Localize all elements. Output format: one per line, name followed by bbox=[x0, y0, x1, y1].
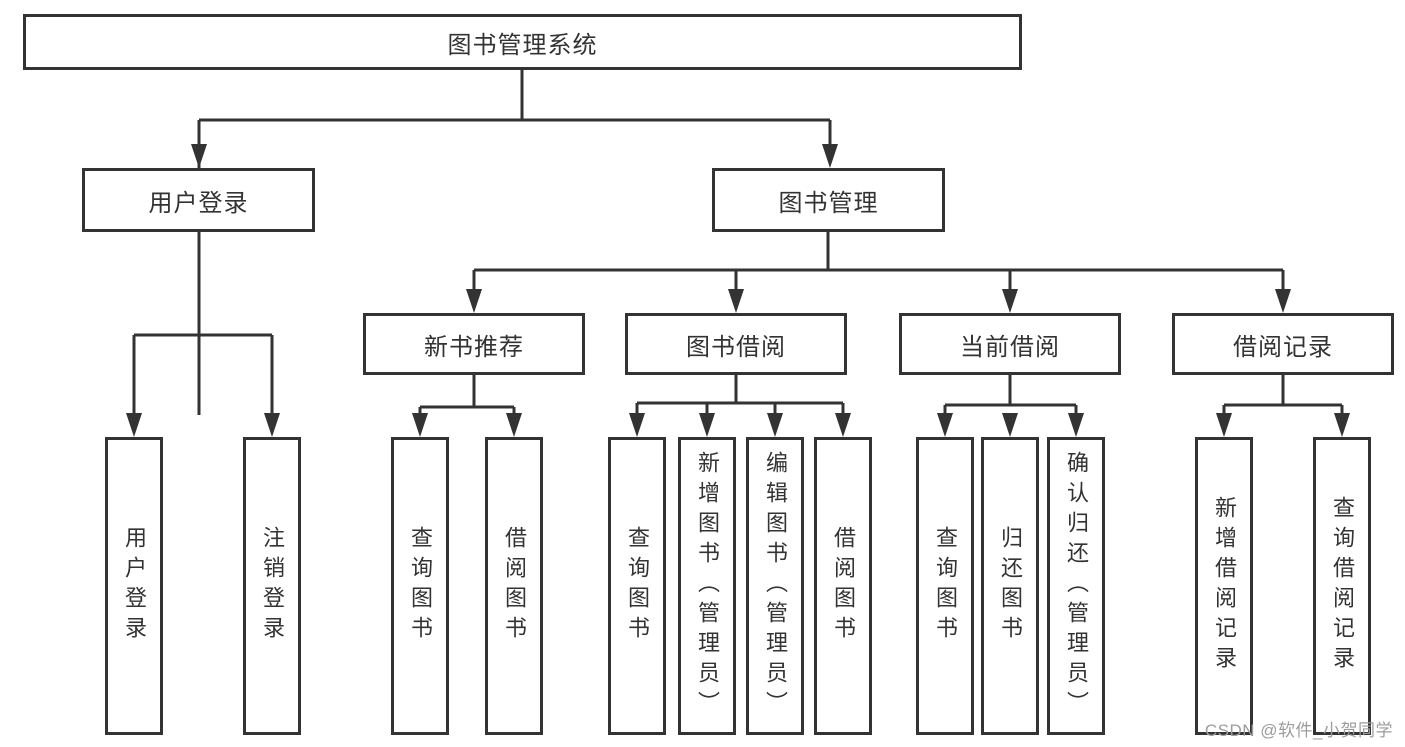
node-label: 新增图书（管理员） bbox=[695, 451, 720, 721]
node-label: 借阅图书 bbox=[502, 526, 527, 646]
node-book-management: 图书管理 bbox=[712, 168, 945, 232]
arrowhead-icon bbox=[126, 413, 142, 437]
leaf-add-borrow-record: 新增借阅记录 bbox=[1195, 437, 1253, 735]
node-label: 新增借阅记录 bbox=[1212, 496, 1237, 676]
leaf-query-book-current: 查询图书 bbox=[916, 437, 974, 735]
node-label: 注销登录 bbox=[260, 526, 285, 646]
branch-book-borrow bbox=[629, 375, 851, 437]
node-current-borrow: 当前借阅 bbox=[899, 313, 1121, 375]
node-new-book-recommend: 新书推荐 bbox=[363, 313, 585, 375]
leaf-query-book-recommend: 查询图书 bbox=[391, 437, 449, 735]
arrowhead-icon bbox=[835, 413, 851, 437]
leaf-query-book-borrow: 查询图书 bbox=[608, 437, 666, 735]
arrowhead-icon bbox=[191, 144, 207, 168]
node-label: 查询图书 bbox=[408, 526, 433, 646]
leaf-edit-book-admin: 编辑图书（管理员） bbox=[746, 437, 804, 735]
arrowhead-icon bbox=[1334, 413, 1350, 437]
arrowhead-icon bbox=[699, 413, 715, 437]
arrowhead-icon bbox=[1002, 289, 1018, 313]
arrowhead-icon bbox=[1216, 413, 1232, 437]
leaf-borrow-book: 借阅图书 bbox=[814, 437, 872, 735]
node-label: 查询借阅记录 bbox=[1330, 496, 1355, 676]
node-label: 归还图书 bbox=[998, 526, 1023, 646]
arrowhead-icon bbox=[412, 413, 428, 437]
branch-new-book-recommend bbox=[412, 375, 522, 437]
branch-user-login bbox=[126, 232, 280, 437]
leaf-add-book-admin: 新增图书（管理员） bbox=[678, 437, 736, 735]
arrowhead-icon bbox=[629, 413, 645, 437]
node-label: 图书管理系统 bbox=[447, 31, 598, 59]
node-label: 查询图书 bbox=[933, 526, 958, 646]
node-label: 用户登录 bbox=[122, 526, 147, 646]
arrowhead-icon bbox=[1002, 413, 1018, 437]
node-library-management-system: 图书管理系统 bbox=[23, 14, 1022, 70]
leaf-user-login: 用户登录 bbox=[105, 437, 163, 735]
node-label: 借阅记录 bbox=[1233, 333, 1333, 361]
arrowhead-icon bbox=[264, 413, 280, 437]
arrowhead-icon bbox=[767, 413, 783, 437]
leaf-query-borrow-record: 查询借阅记录 bbox=[1313, 437, 1371, 735]
leaf-return-book: 归还图书 bbox=[981, 437, 1039, 735]
node-label: 编辑图书（管理员） bbox=[763, 451, 788, 721]
arrowhead-icon bbox=[822, 144, 838, 168]
arrowhead-icon bbox=[728, 289, 744, 313]
node-label: 用户登录 bbox=[148, 189, 249, 217]
node-borrow-records: 借阅记录 bbox=[1172, 313, 1394, 375]
node-label: 图书管理 bbox=[778, 189, 879, 217]
arrowhead-icon bbox=[937, 413, 953, 437]
node-label: 图书借阅 bbox=[686, 333, 786, 361]
branch-book-management bbox=[466, 232, 1291, 313]
node-label: 当前借阅 bbox=[960, 333, 1060, 361]
arrowhead-icon bbox=[506, 413, 522, 437]
leaf-confirm-return-admin: 确认归还（管理员） bbox=[1047, 437, 1105, 735]
node-label: 借阅图书 bbox=[831, 526, 856, 646]
node-user-login: 用户登录 bbox=[82, 168, 315, 232]
arrowhead-icon bbox=[1068, 413, 1084, 437]
arrowhead-icon bbox=[466, 289, 482, 313]
node-label: 新书推荐 bbox=[424, 333, 524, 361]
csdn-watermark: CSDN @软件_小贺同学 bbox=[1204, 721, 1393, 740]
arrowhead-icon bbox=[1275, 289, 1291, 313]
branch-current-borrow bbox=[937, 375, 1084, 437]
node-label: 查询图书 bbox=[625, 526, 650, 646]
leaf-borrow-book-recommend: 借阅图书 bbox=[485, 437, 543, 735]
node-label: 确认归还（管理员） bbox=[1064, 451, 1089, 721]
node-book-borrow: 图书借阅 bbox=[625, 313, 847, 375]
branch-borrow-records bbox=[1216, 375, 1350, 437]
leaf-logout: 注销登录 bbox=[243, 437, 301, 735]
